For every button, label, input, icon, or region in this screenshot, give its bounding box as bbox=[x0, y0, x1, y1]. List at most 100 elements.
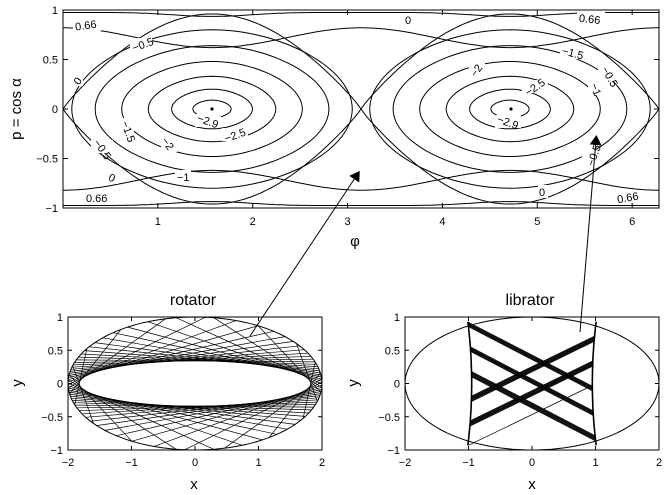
librator-xlabel: x bbox=[528, 476, 536, 493]
contour-line bbox=[63, 169, 659, 191]
rotator-trajectory bbox=[67, 316, 323, 451]
librator-chord bbox=[468, 325, 593, 390]
phase-space-xlabel: φ bbox=[350, 233, 360, 250]
rotator-chord bbox=[70, 395, 301, 421]
y-tick-label: 0.5 bbox=[385, 345, 400, 357]
librator-arrow bbox=[579, 135, 602, 333]
fixed-point-left bbox=[210, 107, 214, 111]
librator-chord bbox=[471, 339, 595, 401]
librator-chord bbox=[470, 347, 594, 412]
y-tick-label: −0.5 bbox=[378, 412, 400, 424]
librator-chord bbox=[471, 339, 595, 400]
librator-caustic bbox=[467, 321, 473, 446]
contour-label: 0.66 bbox=[578, 13, 601, 27]
x-tick-label: 2 bbox=[319, 457, 325, 469]
y-tick-label: 0 bbox=[394, 379, 400, 391]
contour-label: 0 bbox=[72, 75, 85, 87]
contour-line bbox=[419, 61, 601, 157]
rotator-chord bbox=[257, 325, 322, 393]
librator-chord bbox=[470, 350, 594, 416]
contour-label: 0 bbox=[405, 15, 411, 27]
rotator-xlabel: x bbox=[190, 476, 198, 493]
x-tick-label: 1 bbox=[592, 457, 598, 469]
y-tick-label: 0.5 bbox=[43, 55, 58, 67]
y-tick-label: 1 bbox=[394, 312, 400, 324]
rotator-chord bbox=[68, 318, 166, 389]
contour-line bbox=[71, 29, 353, 189]
librator-chord bbox=[471, 336, 595, 398]
y-tick-label: −0.5 bbox=[36, 154, 58, 166]
contour-line bbox=[121, 61, 303, 157]
librator-ylabel: y bbox=[345, 379, 362, 387]
librator-chord bbox=[468, 326, 593, 392]
librator-chord bbox=[471, 341, 594, 402]
librator-chord bbox=[471, 337, 595, 398]
librator-chord bbox=[471, 373, 596, 439]
rotator-chord bbox=[73, 355, 311, 366]
librator-title: librator bbox=[506, 292, 556, 309]
librator-chord bbox=[471, 375, 596, 440]
x-tick-label: −1 bbox=[125, 457, 138, 469]
phase-space-contour-labels: 0.66 0.66 0.66 0.66 0 0 0 0 −0.5 −0.5 bbox=[72, 12, 643, 206]
librator-chord bbox=[470, 363, 593, 424]
librator-chord bbox=[468, 322, 593, 388]
librator-chord bbox=[471, 375, 596, 441]
librator-chord bbox=[468, 321, 593, 387]
librator-chord bbox=[470, 363, 593, 425]
rotator-chord bbox=[68, 374, 133, 442]
librator-chord bbox=[470, 348, 594, 414]
librator-caustic bbox=[591, 321, 597, 446]
librator-chord bbox=[468, 323, 593, 389]
x-tick-label: 6 bbox=[629, 216, 635, 228]
contour-line bbox=[94, 45, 330, 173]
x-tick-label: −2 bbox=[399, 457, 412, 469]
separatrix-line bbox=[62, 108, 660, 205]
librator-chord bbox=[471, 337, 595, 399]
rotator-chord bbox=[102, 337, 321, 376]
rotator-chord bbox=[224, 378, 322, 449]
librator-chord bbox=[468, 325, 593, 391]
librator-chord bbox=[471, 371, 595, 436]
contour-label: 0 bbox=[106, 172, 117, 185]
rotator-chord bbox=[89, 346, 320, 372]
librator-chord bbox=[470, 346, 594, 412]
rotator-chord bbox=[184, 381, 323, 451]
contour-label: 0.66 bbox=[616, 191, 639, 207]
contour-label: 0 bbox=[539, 187, 545, 199]
librator-chord bbox=[471, 372, 595, 438]
librator-chord bbox=[468, 324, 593, 390]
librator-chord bbox=[470, 351, 594, 416]
x-tick-label: 1 bbox=[255, 457, 261, 469]
rotator-chord bbox=[69, 329, 122, 395]
librator-chord bbox=[471, 335, 595, 397]
y-tick-label: −0.5 bbox=[41, 412, 63, 424]
rotator-ylabel: y bbox=[9, 379, 26, 387]
y-tick-label: 0 bbox=[57, 379, 63, 391]
contour-line bbox=[63, 12, 659, 17]
contour-label: −2 bbox=[159, 136, 176, 153]
rotator-chord bbox=[81, 399, 319, 415]
y-tick-label: 0.5 bbox=[48, 345, 63, 357]
contour-line bbox=[63, 27, 659, 49]
rotator-chord bbox=[79, 401, 317, 412]
librator-chord bbox=[471, 338, 595, 400]
x-tick-label: −1 bbox=[462, 457, 475, 469]
rotator-arrow bbox=[249, 170, 360, 337]
x-tick-label: 1 bbox=[155, 216, 161, 228]
librator-chord bbox=[471, 371, 595, 437]
x-tick-label: 5 bbox=[534, 216, 540, 228]
librator-chord bbox=[471, 340, 595, 402]
librator-chord bbox=[469, 365, 593, 427]
contour-label: −1 bbox=[587, 82, 603, 98]
rotator-chord bbox=[96, 393, 321, 426]
y-tick-label: −1 bbox=[50, 445, 63, 457]
librator-chord bbox=[470, 349, 594, 415]
librator-chord bbox=[470, 349, 594, 414]
librator-chord bbox=[470, 360, 593, 422]
